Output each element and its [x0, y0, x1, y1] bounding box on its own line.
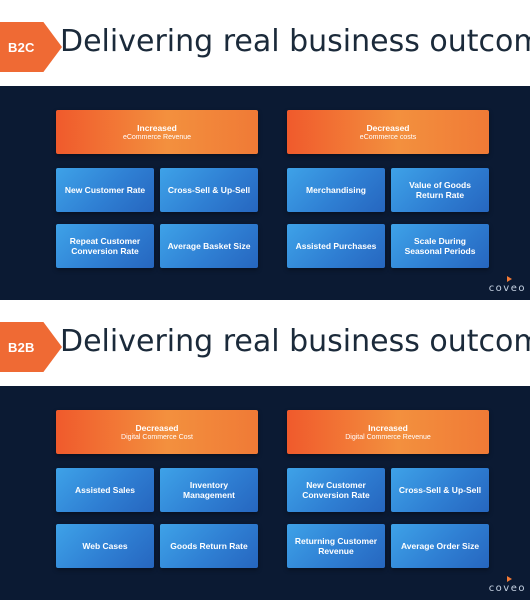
outcome-tile: Repeat Customer Conversion Rate	[56, 224, 154, 268]
outcome-tile: Cross-Sell & Up-Sell	[160, 168, 258, 212]
outcome-tile: Returning Customer Revenue	[287, 524, 385, 568]
outcome-tile: Average Basket Size	[160, 224, 258, 268]
right-header-subheading: eCommerce costs	[359, 133, 417, 141]
left-header-heading: Decreased	[135, 422, 179, 433]
left-header-block: Increased eCommerce Revenue	[56, 110, 258, 154]
right-header-block: Decreased eCommerce costs	[287, 110, 489, 154]
right-header-subheading: Digital Commerce Revenue	[345, 433, 431, 441]
slide-b2b: B2B Delivering real business outcomes De…	[0, 300, 530, 600]
right-header-heading: Increased	[368, 422, 408, 433]
vertical-fine-print	[3, 138, 9, 288]
outcome-tile: Assisted Purchases	[287, 224, 385, 268]
b2b-badge: B2B	[0, 322, 62, 372]
slide-b2c: B2C Delivering real business outcomes In…	[0, 22, 530, 300]
slide-title: Delivering real business outcomes	[60, 324, 530, 359]
outcome-tile: Assisted Sales	[56, 468, 154, 512]
left-header-subheading: eCommerce Revenue	[122, 133, 192, 141]
outcome-tile: Goods Return Rate	[160, 524, 258, 568]
coveo-logo-mark-icon	[507, 576, 512, 582]
outcome-tile: Average Order Size	[391, 524, 489, 568]
left-header-block: Decreased Digital Commerce Cost	[56, 410, 258, 454]
outcome-tile: Web Cases	[56, 524, 154, 568]
outcome-tile: Inventory Management	[160, 468, 258, 512]
outcome-tile: New Customer Rate	[56, 168, 154, 212]
outcome-tile: New Customer Conversion Rate	[287, 468, 385, 512]
coveo-logo: coveo	[488, 583, 526, 594]
right-header-block: Increased Digital Commerce Revenue	[287, 410, 489, 454]
outcomes-panel: Increased eCommerce Revenue New Customer…	[0, 86, 530, 300]
coveo-logo-mark-icon	[507, 276, 512, 282]
left-header-subheading: Digital Commerce Cost	[121, 433, 193, 441]
outcome-tile: Scale During Seasonal Periods	[391, 224, 489, 268]
outcomes-panel: Decreased Digital Commerce Cost Assisted…	[0, 386, 530, 600]
right-header-heading: Decreased	[366, 122, 410, 133]
vertical-fine-print	[3, 438, 9, 588]
b2c-badge: B2C	[0, 22, 62, 72]
outcome-tile: Cross-Sell & Up-Sell	[391, 468, 489, 512]
coveo-logo: coveo	[488, 283, 526, 294]
outcome-tile: Merchandising	[287, 168, 385, 212]
slide-title: Delivering real business outcomes	[60, 24, 530, 59]
left-header-heading: Increased	[137, 122, 177, 133]
outcome-tile: Value of Goods Return Rate	[391, 168, 489, 212]
